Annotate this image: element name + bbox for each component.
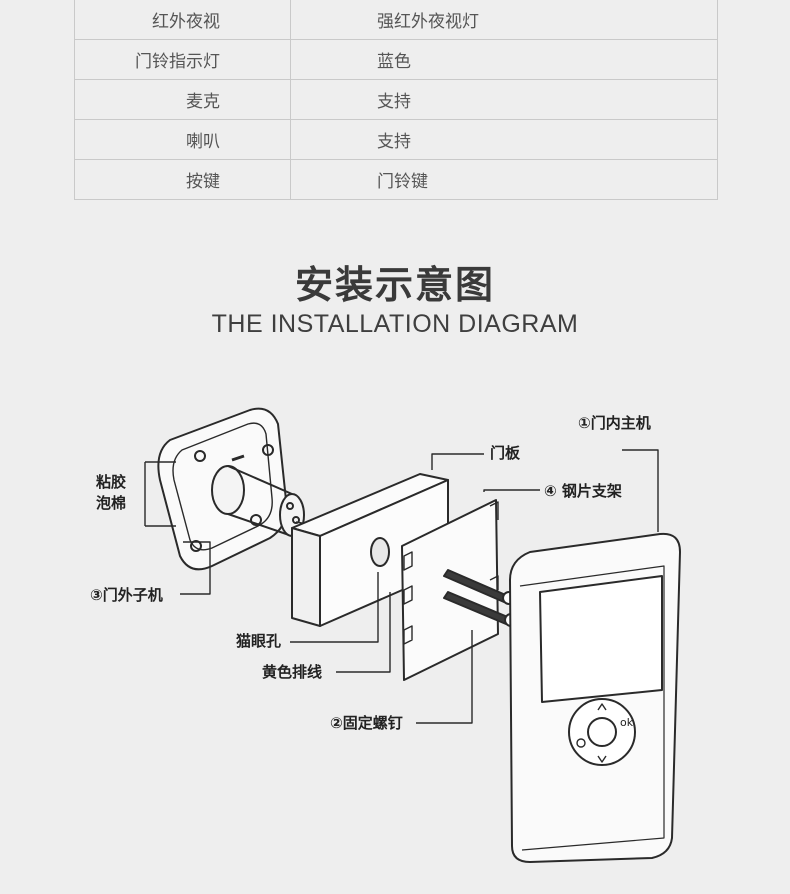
spec-label: 门铃指示灯 — [74, 39, 291, 80]
ok-key-label: ok — [620, 716, 634, 729]
section-subtitle: THE INSTALLATION DIAGRAM — [211, 310, 579, 338]
fixing-screws-label: ②固定螺钉 — [330, 714, 403, 732]
spec-label: 喇叭 — [74, 119, 291, 160]
foam-glue-label-2: 泡棉 — [96, 494, 126, 512]
spec-value: 蓝色 — [290, 39, 718, 80]
spec-value: 支持 — [290, 79, 718, 120]
steel-bracket-label: ④ 钢片支架 — [544, 482, 622, 500]
spec-label: 红外夜视 — [74, 0, 291, 40]
table-row: 麦克 支持 — [74, 79, 718, 120]
table-row: 红外夜视 强红外夜视灯 — [74, 0, 718, 40]
installation-diagram: ok ①门内主机 门板 ④ 钢片支架 粘胶 泡棉 ③门外子机 猫眼孔 黄色排线 … — [90, 407, 681, 863]
indoor-unit — [509, 532, 681, 863]
section-title: 安装示意图 — [294, 263, 495, 307]
spec-label: 按键 — [74, 159, 291, 200]
table-row: 按键 门铃键 — [74, 159, 718, 200]
yellow-cable-label: 黄色排线 — [262, 663, 322, 681]
steel-bracket — [401, 499, 499, 681]
spec-value: 门铃键 — [290, 159, 718, 200]
table-row: 门铃指示灯 蓝色 — [74, 39, 718, 80]
door-panel-label: 门板 — [490, 444, 521, 462]
foam-glue-label-1: 粘胶 — [96, 473, 126, 491]
door-panel — [291, 473, 449, 627]
spec-label: 麦克 — [74, 79, 291, 120]
outdoor-unit-label: ③门外子机 — [90, 586, 163, 604]
callout-lines — [144, 449, 659, 724]
spec-value: 支持 — [290, 119, 718, 160]
indoor-unit-label: ①门内主机 — [578, 414, 651, 432]
spec-value: 强红外夜视灯 — [290, 0, 718, 40]
spec-table: 红外夜视 强红外夜视灯 门铃指示灯 蓝色 麦克 支持 喇叭 支持 按键 门铃键 — [74, 0, 718, 200]
peephole-label: 猫眼孔 — [236, 632, 281, 650]
table-row: 喇叭 支持 — [74, 119, 718, 160]
